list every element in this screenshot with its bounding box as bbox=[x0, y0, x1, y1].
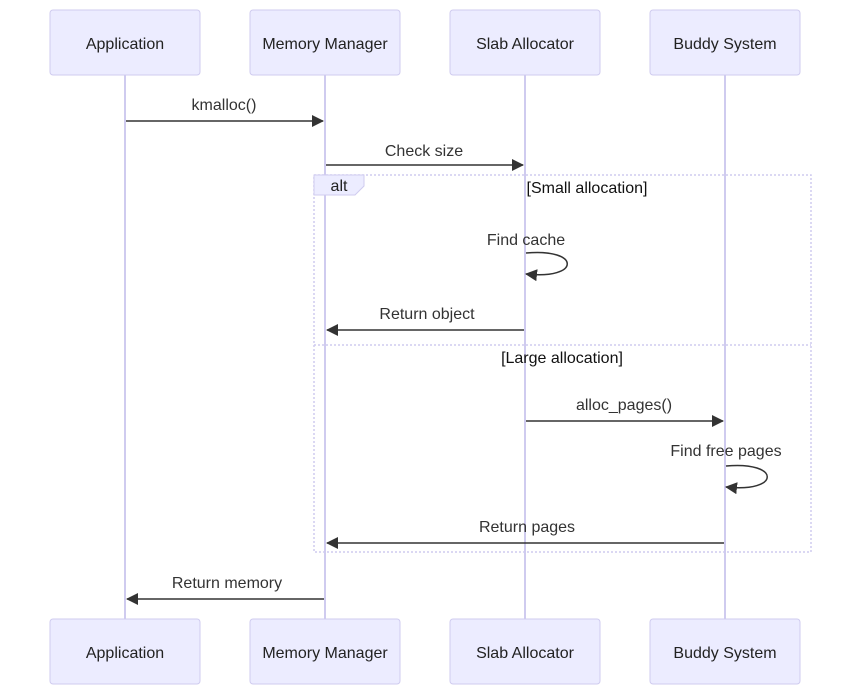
alt-label-tab bbox=[313, 174, 365, 196]
actor-bottom-slab-allocator: Slab Allocator bbox=[449, 618, 601, 685]
message-return-object: Return object bbox=[326, 306, 524, 336]
message-return-pages: Return pages bbox=[326, 519, 724, 549]
alt-condition-small: [Small allocation] bbox=[527, 180, 648, 197]
actor-bottom-application: Application bbox=[49, 618, 201, 685]
actor-top-slab-allocator: Slab Allocator bbox=[449, 9, 601, 76]
message-label: Find free pages bbox=[670, 443, 781, 460]
message-find-free-pages: Find free pages bbox=[670, 443, 782, 495]
actor-label: Memory Manager bbox=[262, 36, 388, 53]
alt-frame bbox=[313, 174, 812, 553]
alt-keyword: alt bbox=[331, 178, 348, 195]
message-label: Find cache bbox=[487, 232, 565, 249]
message-label: Check size bbox=[385, 143, 463, 160]
actor-top-application: Application bbox=[49, 9, 201, 76]
message-label: kmalloc() bbox=[192, 97, 257, 114]
actor-top-buddy-system: Buddy System bbox=[649, 9, 801, 76]
message-label: Return object bbox=[379, 306, 475, 323]
actor-label: Memory Manager bbox=[262, 645, 388, 662]
actor-label: Buddy System bbox=[673, 36, 776, 53]
actor-label: Slab Allocator bbox=[476, 645, 575, 662]
actor-label: Buddy System bbox=[673, 645, 776, 662]
actor-bottom-memory-manager: Memory Manager bbox=[249, 618, 401, 685]
message-return-memory: Return memory bbox=[126, 575, 324, 605]
message-find-cache: Find cache bbox=[487, 232, 568, 282]
message-alloc-pages: alloc_pages() bbox=[526, 397, 724, 427]
actor-label: Slab Allocator bbox=[476, 36, 575, 53]
message-label: Return memory bbox=[172, 575, 282, 592]
actor-label: Application bbox=[86, 36, 164, 53]
actor-bottom-buddy-system: Buddy System bbox=[649, 618, 801, 685]
alt-condition-large: [Large allocation] bbox=[501, 350, 623, 367]
message-check-size: Check size bbox=[326, 143, 524, 171]
message-label: Return pages bbox=[479, 519, 575, 536]
message-kmalloc: kmalloc() bbox=[126, 97, 324, 127]
message-label: alloc_pages() bbox=[576, 397, 672, 414]
actor-top-memory-manager: Memory Manager bbox=[249, 9, 401, 76]
actor-label: Application bbox=[86, 645, 164, 662]
